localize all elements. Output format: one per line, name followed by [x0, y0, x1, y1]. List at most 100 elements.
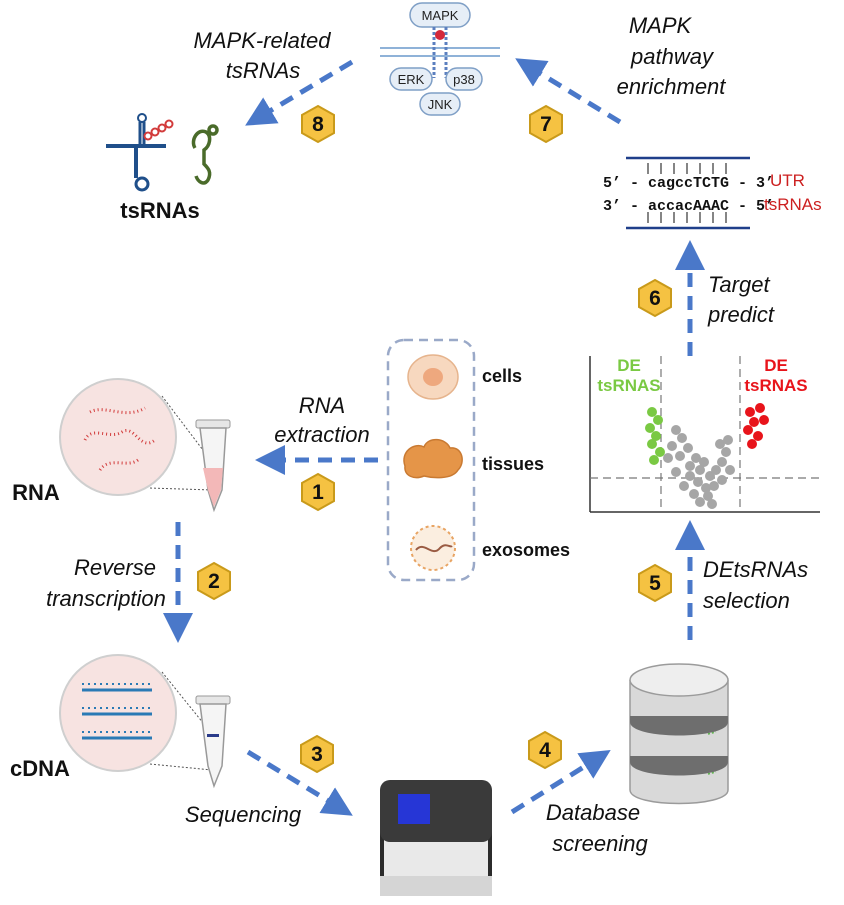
volcano-point-up: [743, 425, 753, 435]
arrow-step3: [246, 749, 353, 816]
volcano-point-down: [647, 439, 657, 449]
step8-label-line1: MAPK-related: [194, 28, 332, 53]
volcano-point-ns: [709, 481, 719, 491]
arrow-step8: [245, 59, 354, 126]
volcano-point-ns: [715, 439, 725, 449]
volcano-point-ns: [703, 491, 713, 501]
step2-label-line1: Reverse: [74, 555, 156, 580]
step7-label-line1: MAPK: [629, 13, 693, 38]
step5-label-line1: DEtsRNAs: [703, 557, 808, 582]
volcano-point-down: [653, 415, 663, 425]
badge-3-number: 3: [311, 743, 323, 766]
rna-illustration: RNA: [12, 378, 231, 513]
volcano-point-ns: [707, 499, 717, 509]
volcano-point-ns: [701, 483, 711, 493]
volcano-right-label-line2: tsRNAS: [744, 376, 807, 395]
volcano-point-ns: [689, 489, 699, 499]
volcano-point-ns: [679, 481, 689, 491]
volcano-point-ns: [717, 457, 727, 467]
exosomes-label: exosomes: [482, 540, 570, 560]
receptor-ligand-icon: [435, 30, 445, 40]
badge-1: 1: [301, 472, 335, 512]
badge-4-number: 4: [539, 739, 551, 762]
volcano-point-down: [647, 407, 657, 417]
step6-label-line1: Target: [708, 272, 770, 297]
volcano-left-label-line1: DE: [617, 356, 641, 375]
badge-2-number: 2: [208, 570, 220, 593]
cdna-tube-icon: [195, 695, 231, 789]
cell-icon: [407, 354, 459, 400]
volcano-point-ns: [683, 443, 693, 453]
trna-fragment-blue-icon: [106, 113, 166, 192]
arrow-step4: [510, 750, 611, 815]
rna-tube-icon: [195, 419, 231, 513]
step4-label-line1: Database: [546, 800, 640, 825]
volcano-point-up: [745, 407, 755, 417]
tsrnas-illustration: tsRNAs: [106, 113, 219, 223]
volcano-point-down: [655, 447, 665, 457]
step6-label-line2: predict: [707, 302, 775, 327]
volcano-point-ns: [695, 497, 705, 507]
volcano-point-ns: [685, 461, 695, 471]
volcano-point-ns: [717, 475, 727, 485]
step1-label-line2: extraction: [274, 422, 369, 447]
volcano-point-ns: [685, 471, 695, 481]
step-badges: 1 2 3 4 5 6 7 8: [197, 104, 672, 774]
volcano-right-label-line1: DE: [764, 356, 788, 375]
volcano-point-ns: [675, 451, 685, 461]
volcano-point-ns: [711, 465, 721, 475]
step7-label-line2: pathway: [630, 44, 715, 69]
tissues-label: tissues: [482, 454, 544, 474]
sample-source-box: cells tissues exosomes: [386, 338, 570, 582]
step8-label-line2: tsRNAs: [226, 58, 301, 83]
cells-label: cells: [482, 366, 522, 386]
volcano-point-ns: [677, 433, 687, 443]
step4-label-line2: screening: [552, 831, 648, 856]
mapk-pathway: MAPK ERK p38 JNK: [380, 2, 500, 116]
erk-label: ERK: [398, 72, 425, 87]
volcano-left-label-line2: tsRNAS: [597, 376, 660, 395]
badge-8-number: 8: [312, 113, 324, 136]
volcano-point-ns: [663, 453, 673, 463]
tsrna-sequence: 3’ - accacAAAC - 5’: [603, 198, 774, 215]
volcano-point-ns: [721, 447, 731, 457]
volcano-point-down: [649, 455, 659, 465]
sequencer-icon: [380, 780, 492, 896]
tissue-icon: [403, 438, 463, 479]
step7-label-line3: enrichment: [617, 74, 727, 99]
arrow-step7: [515, 58, 622, 125]
badge-5: 5: [638, 563, 672, 603]
rna-label: RNA: [12, 480, 60, 505]
flow-arrows: [163, 58, 705, 816]
volcano-point-up: [753, 431, 763, 441]
volcano-points: [645, 403, 769, 509]
step2-label-line2: transcription: [46, 586, 166, 611]
badge-3: 3: [300, 734, 334, 774]
volcano-point-up: [759, 415, 769, 425]
volcano-point-up: [749, 417, 759, 427]
badge-2: 2: [197, 561, 231, 601]
volcano-point-up: [755, 403, 765, 413]
badge-7-number: 7: [540, 113, 552, 136]
trna-fragment-red-icon: [143, 119, 174, 141]
step-labels: RNA extraction Reverse transcription Seq…: [46, 13, 808, 856]
volcano-point-ns: [693, 477, 703, 487]
volcano-plot: DE tsRNAS DE tsRNAS: [589, 356, 820, 513]
volcano-point-ns: [723, 435, 733, 445]
step5-label-line2: selection: [703, 588, 790, 613]
badge-5-number: 5: [649, 572, 661, 595]
jnk-label: JNK: [428, 97, 453, 112]
exosome-icon: [410, 525, 456, 571]
badge-1-number: 1: [312, 481, 324, 504]
badge-7: 7: [529, 104, 563, 144]
badge-6: 6: [638, 278, 672, 318]
cdna-label: cDNA: [10, 756, 70, 781]
badge-6-number: 6: [649, 287, 661, 310]
badge-4: 4: [528, 730, 562, 770]
volcano-point-ns: [695, 465, 705, 475]
volcano-point-up: [747, 439, 757, 449]
p38-label: p38: [453, 72, 475, 87]
tsrna-tag: tsRNAs: [764, 195, 822, 214]
step1-label-line1: RNA: [299, 393, 345, 418]
utr-tag: UTR: [770, 171, 805, 190]
